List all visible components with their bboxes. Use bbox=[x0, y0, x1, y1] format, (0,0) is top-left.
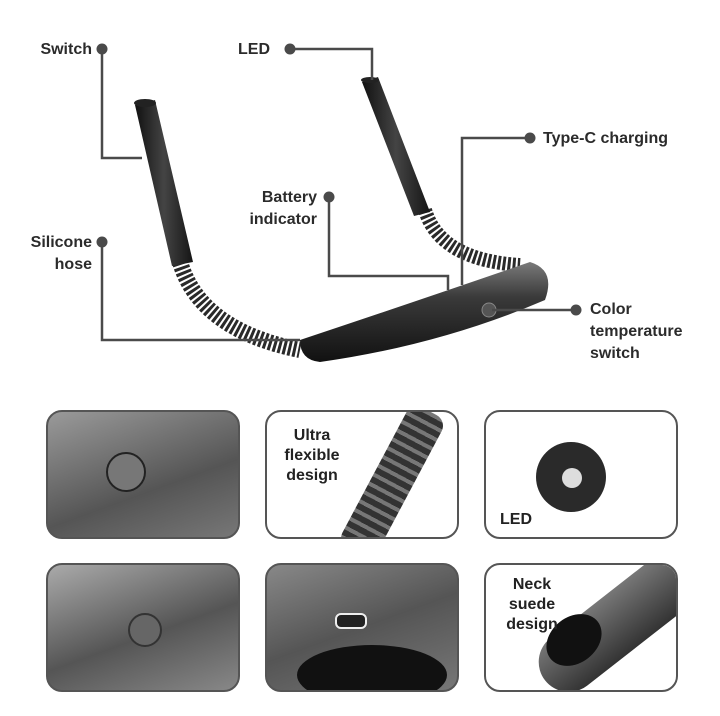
power-button-icon bbox=[106, 452, 146, 492]
panel-switch-closeup bbox=[46, 410, 240, 539]
panel-led-closeup: LED bbox=[484, 410, 678, 539]
usb-c-port-icon bbox=[335, 613, 367, 629]
neck-band bbox=[300, 262, 549, 362]
product-diagram bbox=[96, 43, 582, 362]
callout-switch: Switch bbox=[40, 41, 92, 58]
color-temp-button-icon bbox=[128, 613, 162, 647]
callout-silicone-hose: Silicone hose bbox=[30, 234, 92, 273]
right-hose bbox=[418, 207, 521, 272]
panel-color-button-closeup bbox=[46, 563, 240, 692]
panel-neck-suede-closeup: Neck suede design bbox=[484, 563, 678, 692]
callout-color-temperature-switch: Color temperature switch bbox=[590, 301, 683, 362]
callout-type-c-charging: Type-C charging bbox=[543, 130, 669, 147]
panel-usb-c-closeup bbox=[265, 563, 459, 692]
right-arm bbox=[362, 77, 430, 216]
panel-hose-closeup: Ultra flexible design bbox=[265, 410, 459, 539]
left-arm bbox=[135, 100, 193, 266]
led-bulb-icon bbox=[562, 468, 582, 488]
panel-led-label: LED bbox=[500, 511, 532, 528]
hose-image bbox=[336, 412, 448, 537]
callout-battery-indicator: Battery indicator bbox=[249, 189, 317, 228]
left-hose bbox=[172, 259, 302, 358]
callout-led: LED bbox=[238, 41, 270, 58]
